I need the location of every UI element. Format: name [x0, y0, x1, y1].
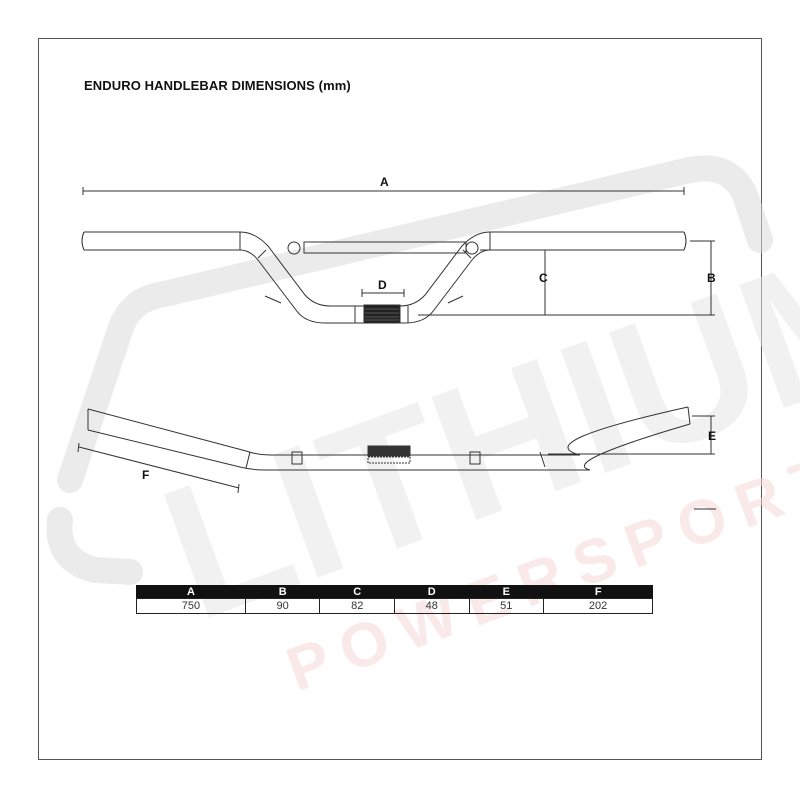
- value-b: 90: [244, 598, 321, 614]
- dim-label-e: E: [708, 429, 716, 443]
- value-d: 48: [393, 598, 470, 614]
- dim-label-d: D: [378, 278, 387, 292]
- dimensions-table: A B C D E F 750 90 82 48 51 202: [136, 585, 653, 614]
- table-header-row: A B C D E F: [136, 585, 653, 599]
- dim-label-c: C: [539, 271, 548, 285]
- value-e: 51: [468, 598, 545, 614]
- value-f: 202: [543, 598, 653, 614]
- header-f: F: [543, 585, 653, 599]
- table-row: 750 90 82 48 51 202: [136, 598, 653, 614]
- header-d: D: [393, 585, 469, 599]
- page-title: ENDURO HANDLEBAR DIMENSIONS (mm): [84, 78, 351, 93]
- dim-label-b: B: [707, 271, 716, 285]
- value-a: 750: [136, 598, 246, 614]
- header-b: B: [244, 585, 320, 599]
- value-c: 82: [319, 598, 395, 614]
- header-c: C: [319, 585, 395, 599]
- dim-label-a: A: [380, 175, 389, 189]
- dim-label-f: F: [142, 468, 149, 482]
- header-a: A: [136, 585, 246, 599]
- header-e: E: [468, 585, 544, 599]
